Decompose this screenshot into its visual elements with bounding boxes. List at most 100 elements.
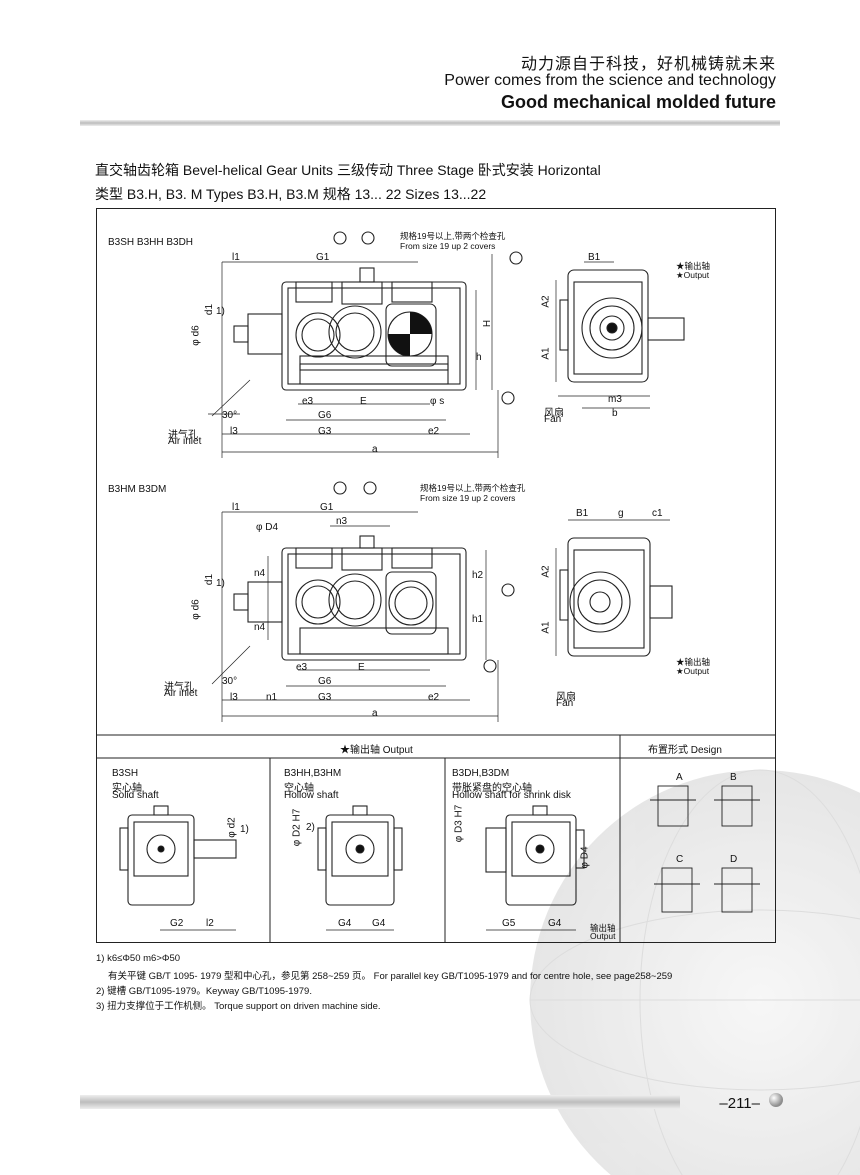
hollow-code: B3HH,B3HM (284, 768, 342, 779)
footnote-3: 3) 扭力支撑位于工作机侧。 Torque support on driven … (96, 1001, 381, 1012)
shrink-dim-D3: φ D3 H7 (453, 804, 465, 843)
design-D: D (730, 854, 738, 865)
s2-dim-g: g (618, 508, 624, 519)
s1-output-cn: ★输出轴 (676, 261, 711, 271)
footnote-1: 1) k6≤Φ50 m6>Φ50 (96, 953, 181, 964)
design-C: C (676, 854, 684, 865)
s2-dim-angle: 30° (222, 676, 238, 687)
s1-dim-d1: d1 (204, 303, 216, 316)
s1-dim-one: 1) (216, 306, 225, 317)
s1-note-en: From size 19 up 2 covers (400, 241, 496, 251)
s1-dim-A1: A1 (540, 347, 552, 360)
hollow-dim-note: 2) (306, 822, 315, 833)
s1-air-en: Air inlet (168, 436, 202, 447)
s2-dim-d6: φ d6 (190, 599, 202, 620)
s2-note-en: From size 19 up 2 covers (420, 493, 516, 503)
s1-dim-l1: l1 (232, 252, 240, 263)
s2-dim-n3: n3 (336, 516, 348, 527)
s2-dim-B1: B1 (576, 508, 589, 519)
s1-dim-B1: B1 (588, 252, 601, 263)
s2-title: B3HM B3DM (108, 484, 167, 495)
design-header: 布置形式 Design (648, 745, 722, 756)
s1-dim-H: H (482, 319, 494, 328)
s2-dim-E: E (358, 662, 365, 673)
s2-dim-G6: G6 (318, 676, 332, 687)
shrink-code: B3DH,B3DM (452, 768, 510, 779)
s1-fan-en: Fan (544, 414, 562, 425)
s1-dim-e3: e3 (302, 396, 314, 407)
s1-dim-angle: 30° (222, 410, 238, 421)
header-rule (80, 120, 780, 126)
s2-dim-n4b: n4 (254, 622, 266, 633)
shrink-en: Hollow shaft for shrink disk (452, 790, 571, 801)
s2-dim-l3: l3 (230, 692, 238, 703)
s2-output-cn: ★输出轴 (676, 657, 711, 667)
globe-watermark (529, 769, 860, 1175)
s2-dim-l1: l1 (232, 502, 240, 513)
s2-dim-D4: φ D4 (256, 522, 279, 533)
hollow-dim-G4b: G4 (372, 918, 386, 929)
shrink-output-en: Output (590, 931, 616, 941)
s1-output-en: ★Output (676, 270, 710, 280)
solid-dim-l2: l2 (206, 918, 214, 929)
s1-fan-cn: 风扇 (544, 408, 564, 419)
s2-dim-h2: h2 (472, 570, 484, 581)
header-english: Power comes from the science and technol… (444, 72, 776, 89)
s1-note-cn: 规格19号以上,带两个检查孔 (400, 231, 506, 241)
solid-en: Solid shaft (112, 790, 159, 801)
s1-dim-A2: A2 (540, 295, 552, 308)
footer-rule (80, 1095, 680, 1109)
s2-dim-G1: G1 (320, 502, 334, 513)
s2-output-en: ★Output (676, 666, 710, 676)
shrink-output-cn: 输出轴 (590, 923, 616, 933)
footnote-1b: 有关平键 GB/T 1095- 1979 型和中心孔，参见第 258~259 页… (108, 971, 673, 982)
solid-dim-d2: φ d2 (226, 817, 238, 838)
page-number: –211– (719, 1095, 760, 1112)
s2-dim-A1: A1 (540, 621, 552, 634)
s1-dim-l3: l3 (230, 426, 238, 437)
s2-dim-G3: G3 (318, 692, 332, 703)
s2-dim-c1: c1 (652, 508, 663, 519)
s2-dim-h1: h1 (472, 614, 484, 625)
solid-dim-note: 1) (240, 824, 249, 835)
drawing-frame (96, 208, 776, 943)
footer-ball-icon (769, 1093, 783, 1107)
design-A: A (676, 772, 683, 783)
s2-note-cn: 规格19号以上,带两个检查孔 (420, 483, 526, 493)
header-chinese: 动力源自于科技，好机械铸就未来 (520, 54, 776, 73)
s1-dim-G3: G3 (318, 426, 332, 437)
s1-title: B3SH B3HH B3DH (108, 237, 194, 248)
solid-cn: 实心轴 (112, 783, 142, 794)
s1-dim-G1: G1 (316, 252, 330, 263)
s1-dim-G6: G6 (318, 410, 332, 421)
s2-dim-A2: A2 (540, 565, 552, 578)
hollow-en: Hollow shaft (284, 790, 339, 801)
output-header: ★输出轴 Output (340, 745, 413, 756)
s1-dim-h: h (476, 352, 482, 363)
shrink-dim-G5: G5 (502, 918, 516, 929)
shrink-dim-G4: G4 (548, 918, 562, 929)
s2-air-cn: 进气孔 (164, 682, 194, 693)
s2-dim-e3: e3 (296, 662, 308, 673)
s1-air-cn: 进气孔 (168, 430, 198, 441)
title-line-1: 直交轴齿轮箱 Bevel-helical Gear Units 三级传动 Thr… (95, 162, 601, 178)
design-B: B (730, 772, 737, 783)
hollow-dim-G4a: G4 (338, 918, 352, 929)
s2-dim-n1: n1 (266, 692, 278, 703)
solid-code: B3SH (112, 768, 139, 779)
footnote-2: 2) 键槽 GB/T1095-1979。Keyway GB/T1095-1979… (96, 986, 312, 997)
s2-fan-en: Fan (556, 698, 574, 709)
s1-dim-m3: m3 (608, 394, 622, 405)
s2-dim-n4a: n4 (254, 568, 266, 579)
header-slogan: Good mechanical molded future (500, 92, 776, 112)
s2-air-en: Air inlet (164, 688, 198, 699)
s1-dim-d6: φ d6 (190, 325, 202, 346)
shrink-dim-D4: φ D4 (579, 846, 591, 869)
title-line-2: 类型 B3.H, B3. M Types B3.H, B3.M 规格 13...… (95, 186, 487, 202)
s2-dim-one: 1) (216, 578, 225, 589)
hollow-cn: 空心轴 (284, 783, 314, 794)
s1-dim-S: φ s (430, 396, 445, 407)
s2-dim-e2: e2 (428, 692, 440, 703)
s1-dim-e2: e2 (428, 426, 440, 437)
